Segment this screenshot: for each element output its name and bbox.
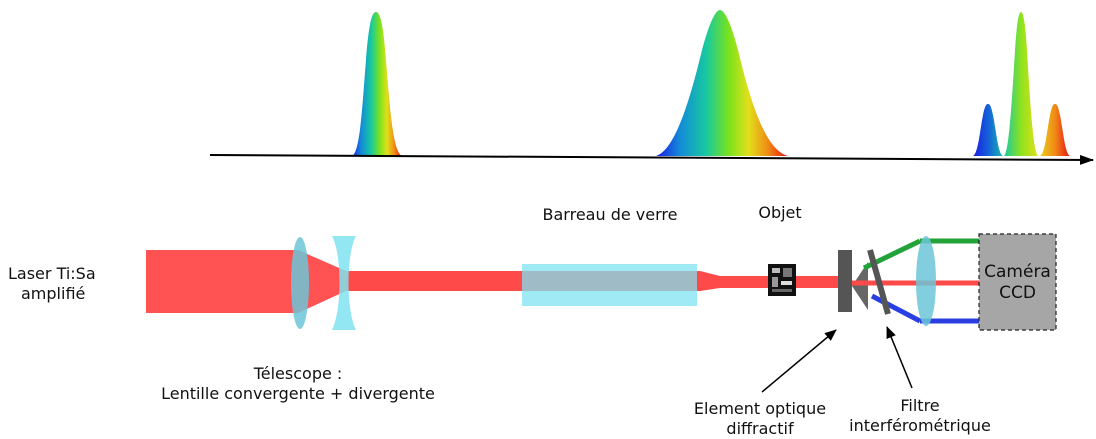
filter-label-line2: interférométrique bbox=[849, 416, 991, 435]
imaging-lens bbox=[916, 236, 936, 326]
diffraction-fan bbox=[852, 262, 868, 310]
glass-rod-label: Barreau de verre bbox=[542, 205, 678, 224]
glass-rod bbox=[522, 264, 697, 306]
camera-label-line1: Caméra bbox=[984, 262, 1051, 282]
beam-blue-order bbox=[870, 293, 922, 324]
telescope-label-line2: Lentille convergente + divergente bbox=[161, 384, 435, 403]
doe-label-line2: diffractif bbox=[726, 419, 794, 438]
broadened-pulse bbox=[656, 10, 788, 156]
object-label: Objet bbox=[758, 203, 802, 222]
filter-label-line1: Filtre bbox=[900, 396, 940, 415]
interferometric-filter bbox=[867, 249, 891, 315]
camera-label: Caméra CCD bbox=[979, 262, 1056, 304]
camera-label-line2: CCD bbox=[999, 283, 1036, 303]
laser-beam bbox=[146, 250, 346, 313]
initial-pulse bbox=[352, 12, 402, 156]
filtered-red-pulse bbox=[1040, 104, 1070, 156]
diverging-lens bbox=[332, 236, 356, 330]
laser-label-line2: amplifié bbox=[21, 284, 86, 303]
laser-label-line1: Laser Ti:Sa bbox=[8, 264, 96, 283]
filter-label: Filtre interférométrique bbox=[845, 396, 995, 436]
propagation-axis bbox=[209, 154, 1094, 165]
filtered-blue-pulse bbox=[973, 104, 1003, 156]
ccd-camera bbox=[978, 233, 1057, 331]
laser-label: Laser Ti:Sa amplifié bbox=[8, 264, 96, 304]
converging-lens bbox=[291, 237, 309, 329]
telescope-label-line1: Télescope : bbox=[253, 364, 343, 383]
filtered-green-pulse bbox=[1004, 12, 1038, 156]
doe-label-line1: Element optique bbox=[693, 399, 827, 418]
telescope-label: Télescope : Lentille convergente + diver… bbox=[148, 364, 448, 404]
doe-label: Element optique diffractif bbox=[680, 399, 840, 439]
diffractive-element bbox=[838, 250, 852, 312]
filter-pointer-arrow bbox=[886, 326, 913, 389]
collimated-beam bbox=[346, 271, 526, 291]
doe-pointer-arrow bbox=[761, 329, 837, 393]
